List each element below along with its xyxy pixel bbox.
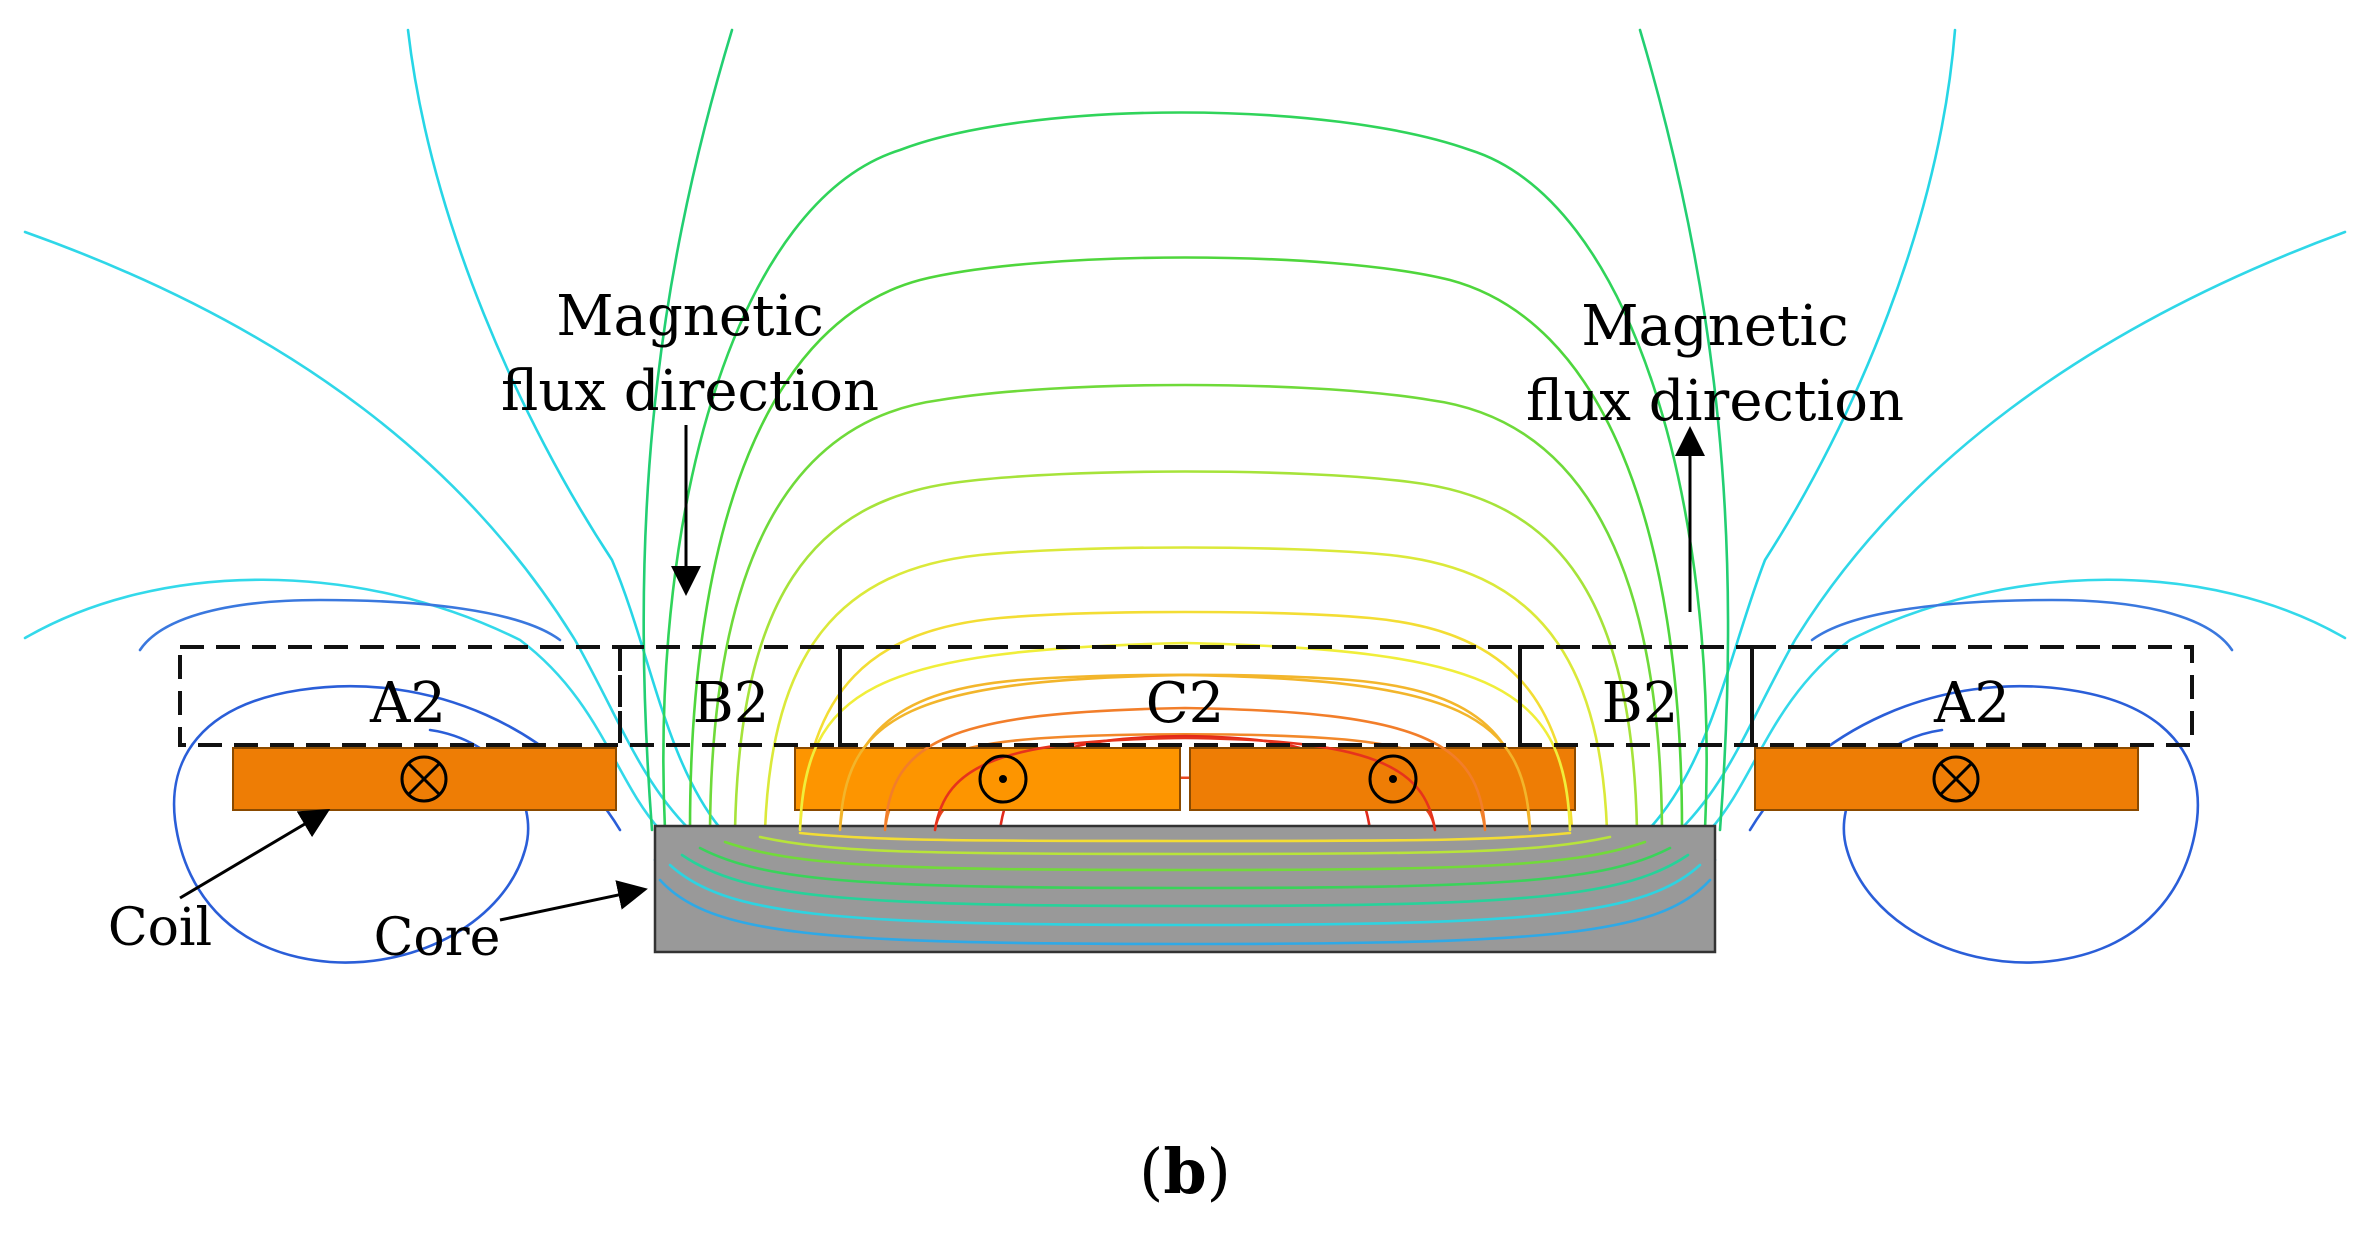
flux-line-yellow-1 [763,546,1609,832]
flux-label-left-line2: flux direction [501,359,879,424]
flux-line-orange-over-1 [838,673,1532,832]
flux-lines-over-coils [798,641,1572,832]
region-label-a2-left: A2 [369,671,446,736]
dot-icon [978,754,1028,804]
region-box-b2-right [1518,645,1754,747]
flux-label-left-line1: Magnetic [556,284,824,349]
core-label: Core [374,908,501,968]
flux-label-right-line2: flux direction [1526,369,1904,434]
flux-line-blue-left-2 [138,598,562,652]
flux-line-blue-left-1 [172,684,622,964]
flux-line-outer-cyan-1 [406,28,1957,830]
caption-open-paren: ( [1139,1135,1163,1208]
coil-outer-right [1754,747,2139,811]
caption-letter: b [1163,1135,1206,1208]
flux-line-yellow-2 [798,610,1574,832]
flux-lines [23,28,2347,964]
core-flux-line-1 [658,878,1712,946]
core-flux-line-6 [758,835,1612,856]
current-symbols [400,754,1980,804]
region-box-c2 [838,645,1522,747]
flux-line-green-3 [688,256,1684,832]
cross-icon [1932,755,1980,803]
core-flux-line-5 [723,840,1647,872]
flux-line-outer-cyan-2 [23,230,2347,832]
flux-line-red-over-1 [933,736,1437,832]
core-flux-line-4 [698,846,1672,890]
flux-line-red-over-2 [883,706,1487,832]
core-pointer-arrow [499,880,648,922]
region-box-b2-left [618,645,842,747]
region-label-b2-right: B2 [1602,671,1679,736]
flux-line-yellowgreen-1 [733,470,1639,832]
region-label-b2-left: B2 [693,671,770,736]
flux-line-blue-right-2 [1810,598,2234,652]
core-flux-line-7 [798,831,1572,843]
flux-line-yellow-over-1 [798,641,1572,832]
core-flux-line-2 [668,863,1702,927]
region-label-c2: C2 [1146,671,1224,736]
flux-line-green-4 [708,383,1664,832]
region-box-a2-right [1750,645,2194,747]
flux-line-blue-right-1 [1748,684,2200,964]
caption-close-paren: ) [1207,1135,1231,1208]
core-flux-lines [658,831,1712,946]
flux-line-green-2 [662,111,1708,832]
figure-caption: (b) [1139,1135,1231,1208]
cross-icon [400,755,448,803]
region-boxes [178,645,2194,747]
coil-label: Coil [108,898,212,958]
core-flux-line-3 [680,853,1690,908]
coil-inner-left [794,747,1181,811]
flux-label-right-line1: Magnetic [1581,294,1849,359]
region-label-a2-right: A2 [1933,671,2010,736]
dot-icon [1368,754,1418,804]
flux-line-green-1 [642,28,1730,832]
coil-pointer-arrow [179,808,331,900]
